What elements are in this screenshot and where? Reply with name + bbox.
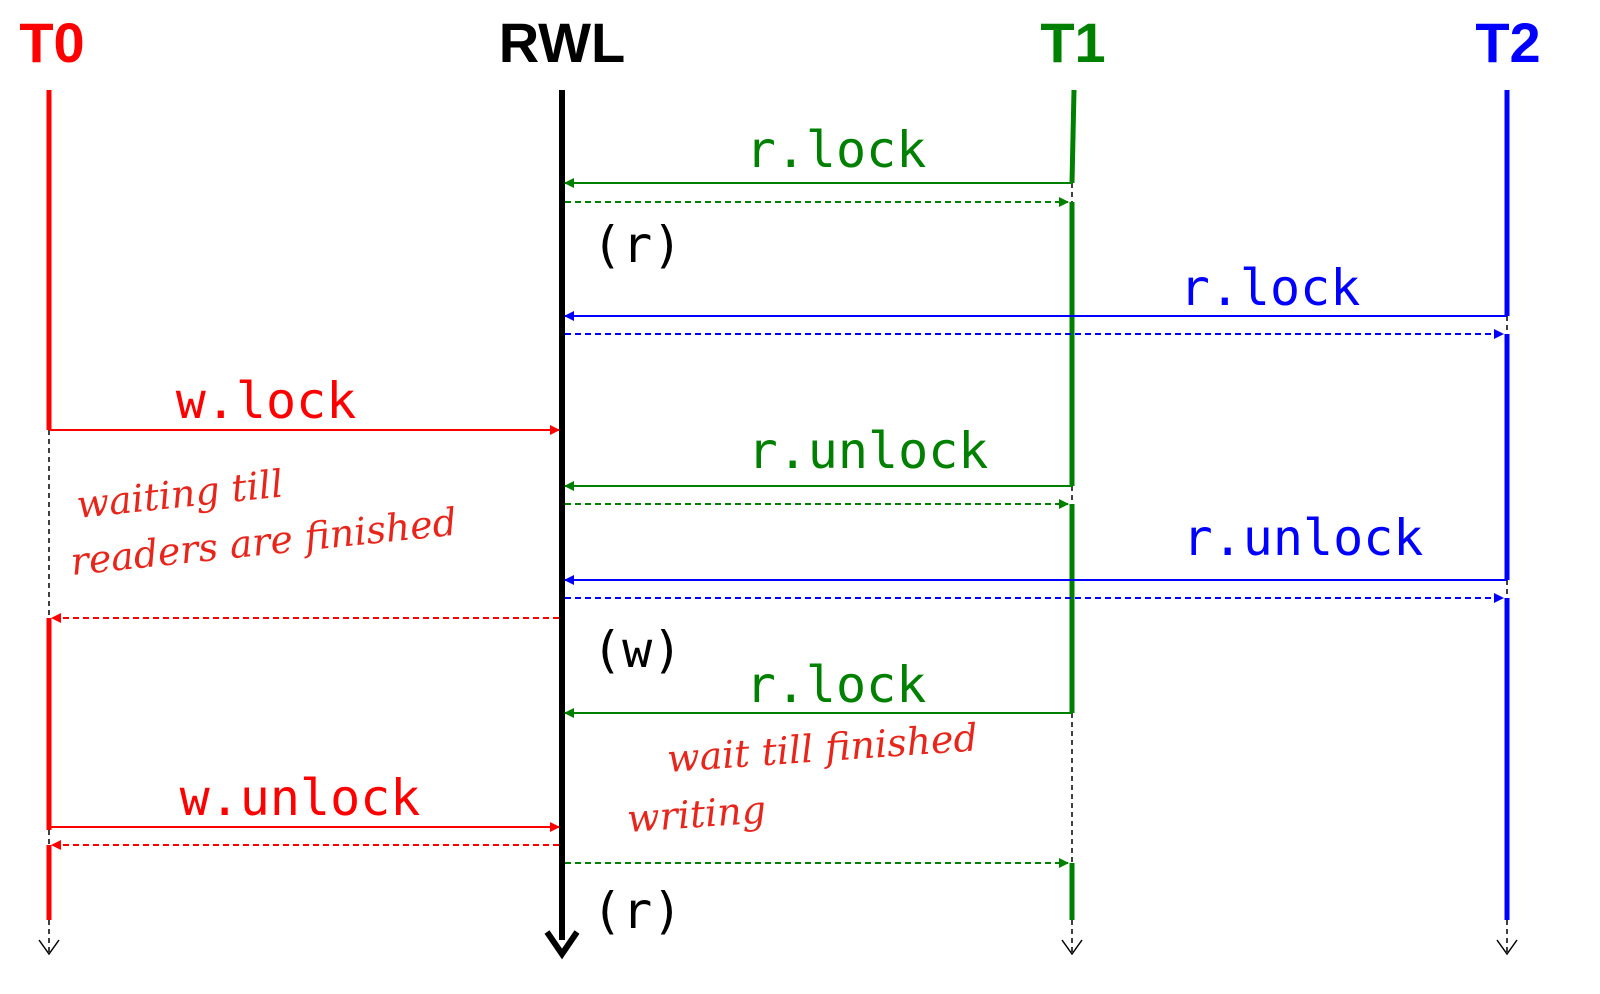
handwritten-note-t1-line2: writing (626, 787, 768, 841)
message-label-t0-wunlock: w.unlock (180, 769, 421, 827)
lock-state-read-2: (r) (592, 882, 682, 940)
lane-title-t1: T1 (1040, 11, 1105, 74)
message-label-t0-wlock: w.lock (176, 372, 357, 430)
handwritten-note-t1-line1: wait till finished (666, 715, 980, 781)
lifeline-end-arrow-icon (544, 930, 580, 960)
message-label-t1-rlock-2: r.lock (746, 656, 927, 714)
lifeline-t1 (1061, 89, 1083, 956)
message-label-t2-runlock: r.unlock (1183, 509, 1424, 567)
lane-title-rwl: RWL (499, 11, 626, 74)
lifeline-rwl (544, 90, 580, 960)
lifeline-end-arrow-icon (1496, 939, 1518, 956)
message-label-t2-rlock: r.lock (1180, 259, 1361, 317)
message-label-t1-rlock-1: r.lock (746, 121, 927, 179)
lane-title-t2: T2 (1475, 11, 1540, 74)
lifeline-t2 (1496, 90, 1518, 956)
lock-state-write: (w) (592, 621, 682, 679)
lifeline-end-arrow-icon (38, 939, 60, 956)
lifeline-t0 (38, 90, 60, 956)
lock-state-read-1: (r) (592, 216, 682, 274)
lifeline-end-arrow-icon (1061, 939, 1083, 956)
message-label-t1-runlock: r.unlock (748, 422, 989, 480)
lane-title-t0: T0 (19, 11, 84, 74)
handwritten-note-t0-line1: waiting till (74, 462, 285, 527)
